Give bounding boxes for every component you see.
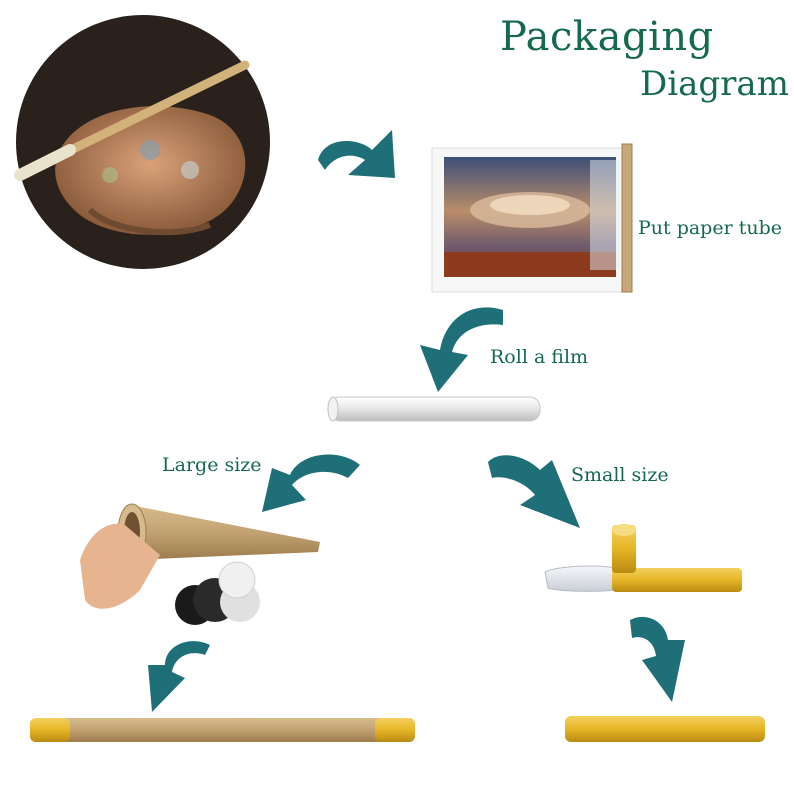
curved-arrow-icon [420, 307, 503, 392]
large-paper-tube [80, 503, 320, 625]
label-roll-a-film: Roll a film [490, 346, 589, 368]
rolled-film [327, 396, 541, 422]
label-put-paper-tube: Put paper tube [638, 217, 782, 239]
painter-hands-photo [14, 15, 270, 269]
large-finished-tube [30, 718, 415, 742]
small-finished-tube [565, 716, 765, 742]
curved-arrow-icon [488, 455, 580, 528]
label-small-size: Small size [571, 464, 669, 486]
canvas-print-with-tube [431, 143, 633, 293]
diagram-title-line2: Diagram [640, 64, 789, 104]
small-bubble-wrapped-tube [544, 524, 742, 592]
curved-arrow-icon [262, 454, 360, 512]
curved-arrow-icon [630, 616, 685, 702]
diagram-title-line1: Packaging [500, 14, 714, 60]
curved-arrow-icon [318, 130, 395, 178]
curved-arrow-icon [148, 641, 210, 712]
label-large-size: Large size [162, 454, 262, 476]
